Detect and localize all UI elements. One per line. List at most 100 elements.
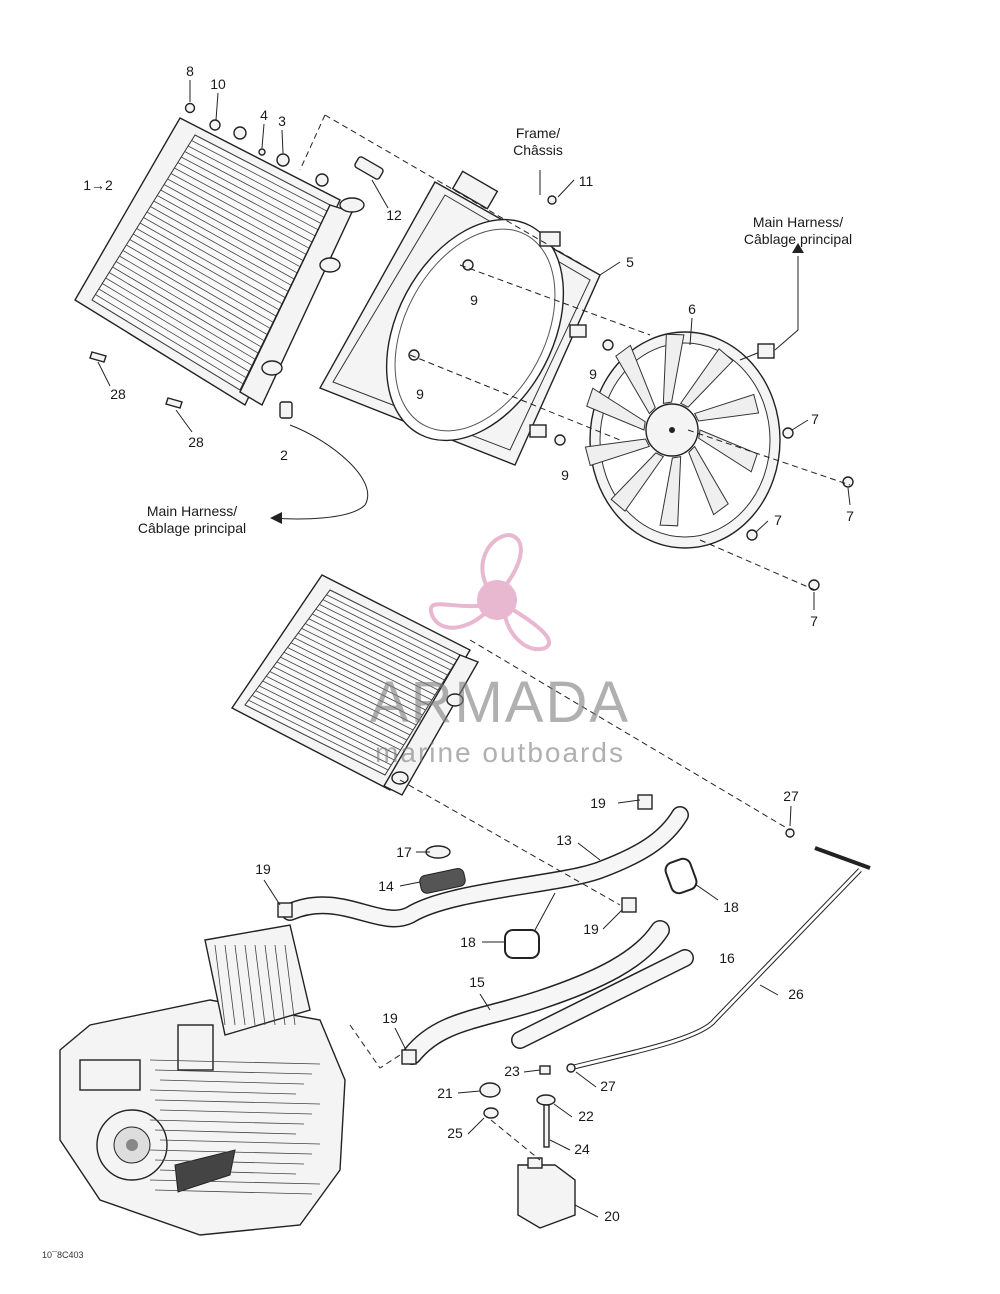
radiator-fin	[146, 211, 289, 292]
radiator-fin	[143, 217, 286, 298]
callout-4: 4	[260, 107, 268, 123]
radiator-fin	[326, 594, 458, 661]
watermark-tagline: marine outboards	[375, 737, 625, 768]
radiator-fin	[184, 151, 322, 224]
callout-3: 3	[278, 113, 286, 129]
radiator-fin	[187, 145, 325, 218]
radiator-fin	[280, 656, 417, 726]
radiator-fin	[108, 272, 256, 360]
radiator-fin	[159, 1079, 305, 1085]
radiator-fin	[283, 651, 420, 721]
radiator-fin	[98, 288, 247, 379]
callout-1-2: 1→2	[83, 177, 113, 193]
radiator-fin	[149, 1179, 321, 1185]
callout-21: 21	[437, 1085, 453, 1101]
harness-left-line1: Main Harness/	[147, 503, 237, 519]
radiator-fin	[139, 222, 283, 305]
radiator-fin	[154, 1099, 321, 1105]
callout-28a: 28	[110, 386, 126, 402]
radiator-fin	[153, 200, 295, 280]
callout-2: 2	[280, 447, 288, 463]
radiator-fin	[191, 140, 328, 212]
radiator-hardware	[89, 102, 384, 419]
callout-5: 5	[626, 254, 634, 270]
clamps-and-seals	[277, 794, 795, 1073]
radiator-fin	[159, 1169, 297, 1175]
harness-left-line2: Câblage principal	[138, 520, 246, 536]
engine-block	[59, 924, 346, 1236]
callout-20: 20	[604, 1208, 620, 1224]
radiator-fin	[159, 1139, 321, 1145]
callout-22: 22	[578, 1108, 594, 1124]
radiator-fin	[149, 1119, 305, 1125]
callout-13: 13	[556, 832, 572, 848]
fan-blade	[688, 445, 729, 516]
radiator-fin	[319, 604, 451, 671]
callout-19d: 19	[382, 1010, 398, 1026]
callout-7c: 7	[774, 512, 782, 528]
callout-9d: 9	[561, 467, 569, 483]
radiator-fin	[262, 680, 401, 751]
radiator-fin	[329, 589, 461, 656]
radiator-fin	[129, 239, 274, 323]
radiator-fin	[254, 944, 266, 1026]
callout-10: 10	[210, 76, 226, 92]
fan-screws	[746, 427, 854, 591]
radiator-fin	[224, 944, 236, 1026]
callout-7a: 7	[811, 411, 819, 427]
radiator-fin	[305, 623, 439, 691]
radiator-fin	[290, 642, 426, 711]
radiator-fin	[269, 671, 408, 741]
watermark-brand: ARMADA	[370, 670, 630, 735]
radiator-fin	[244, 944, 256, 1026]
callout-19a: 19	[590, 795, 606, 811]
fan-blade	[659, 456, 682, 527]
callout-27a: 27	[783, 788, 799, 804]
radiator-fin	[294, 637, 429, 706]
callout-15: 15	[469, 974, 485, 990]
callout-19c: 19	[583, 921, 599, 937]
callout-9b: 9	[416, 386, 424, 402]
radiator-fin	[266, 675, 404, 746]
radiator-fin	[119, 255, 265, 342]
notes: Frame/ Châssis Main Harness/ Câblage pri…	[42, 125, 852, 1260]
radiator-fin	[276, 661, 414, 731]
radiator-fin	[297, 632, 433, 701]
callout-26: 26	[788, 986, 804, 1002]
radiator-fin	[159, 1109, 313, 1115]
cooling-fan	[584, 331, 781, 549]
callout-7d: 7	[810, 613, 818, 629]
propeller-logo	[428, 532, 551, 652]
radiator-fin	[163, 184, 304, 261]
callout-9c: 9	[589, 366, 597, 382]
callouts: 8 10 4 3 1→2 12 11 5 9 9 9 9 6 7 7 7 7 2…	[83, 63, 854, 1224]
callout-6: 6	[688, 301, 696, 317]
callout-18b: 18	[460, 934, 476, 950]
frame-note-line2: Châssis	[513, 142, 563, 158]
radiator-fin	[122, 250, 268, 335]
callout-7b: 7	[846, 508, 854, 524]
radiator-fin	[150, 206, 292, 286]
radiator-fin	[312, 613, 445, 681]
fan-blade	[586, 387, 646, 431]
callout-24: 24	[574, 1141, 590, 1157]
radiator-fin	[170, 173, 310, 249]
radiator-fin	[214, 944, 226, 1026]
callout-18a: 18	[723, 899, 739, 915]
radiator-fin	[115, 261, 262, 348]
radiator-fin	[315, 608, 448, 676]
callout-28b: 28	[188, 434, 204, 450]
fan-shroud	[318, 170, 601, 466]
callout-14: 14	[378, 878, 394, 894]
callout-12: 12	[386, 207, 402, 223]
coolant-reservoir	[479, 1065, 576, 1229]
radiator-fin	[133, 233, 277, 317]
radiator-fin	[258, 685, 398, 756]
radiator-fin	[244, 704, 386, 776]
radiator-fin	[136, 228, 280, 311]
callout-9a: 9	[470, 292, 478, 308]
radiator-fin	[234, 944, 246, 1026]
radiator-fin	[154, 1159, 305, 1165]
callout-11: 11	[579, 173, 594, 189]
